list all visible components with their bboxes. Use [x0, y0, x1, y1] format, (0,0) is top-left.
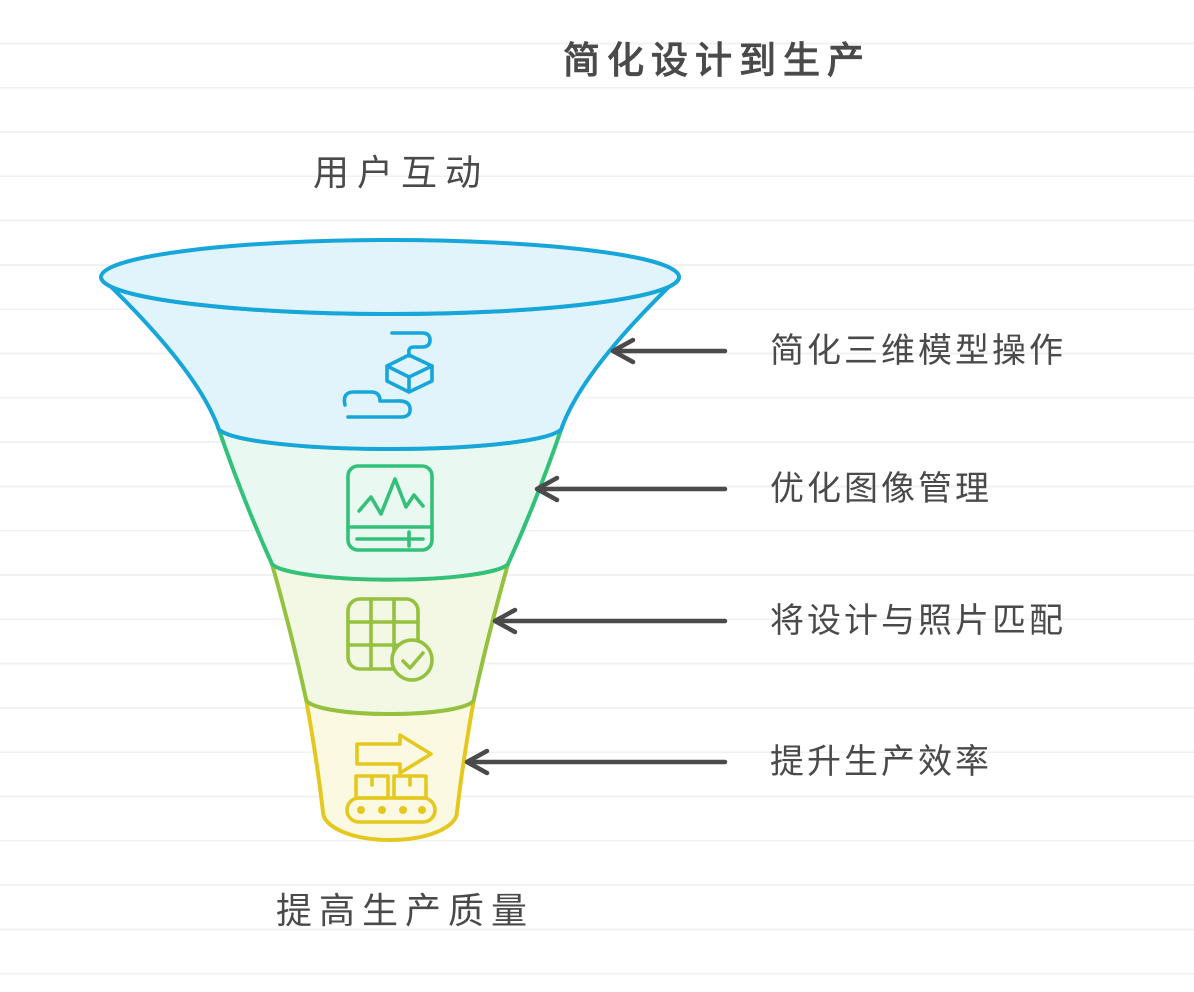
conveyor-arrow-icon: [345, 733, 437, 824]
3d-printer-cube-icon: [342, 331, 434, 419]
stage-4-label: 提升生产效率: [770, 743, 992, 781]
stage-2-label: 优化图像管理: [770, 470, 992, 508]
arrow-head: [492, 607, 518, 635]
arrow-to-stage-1: [610, 337, 728, 365]
arrow-head: [464, 748, 490, 776]
funnel-bottom-label: 提高生产质量: [276, 890, 535, 931]
funnel-top-label: 用户互动: [313, 152, 490, 193]
funnel-top-opening: [99, 238, 681, 316]
arrow-to-stage-4: [464, 748, 728, 776]
stage-1-label: 简化三维模型操作: [770, 332, 1066, 370]
arrow-head: [534, 475, 560, 503]
diagram-title: 简化设计到生产: [563, 40, 871, 81]
arrow-to-stage-3: [492, 607, 728, 635]
arrow-to-stage-2: [534, 475, 728, 503]
funnel-stage-4: [304, 697, 476, 842]
funnel-stage-3: [270, 562, 510, 716]
arrow-head: [610, 337, 636, 365]
stage-3-label: 将设计与照片匹配: [770, 602, 1066, 640]
image-waveform-panel-icon: [346, 464, 434, 552]
grid-check-icon: [346, 597, 434, 682]
